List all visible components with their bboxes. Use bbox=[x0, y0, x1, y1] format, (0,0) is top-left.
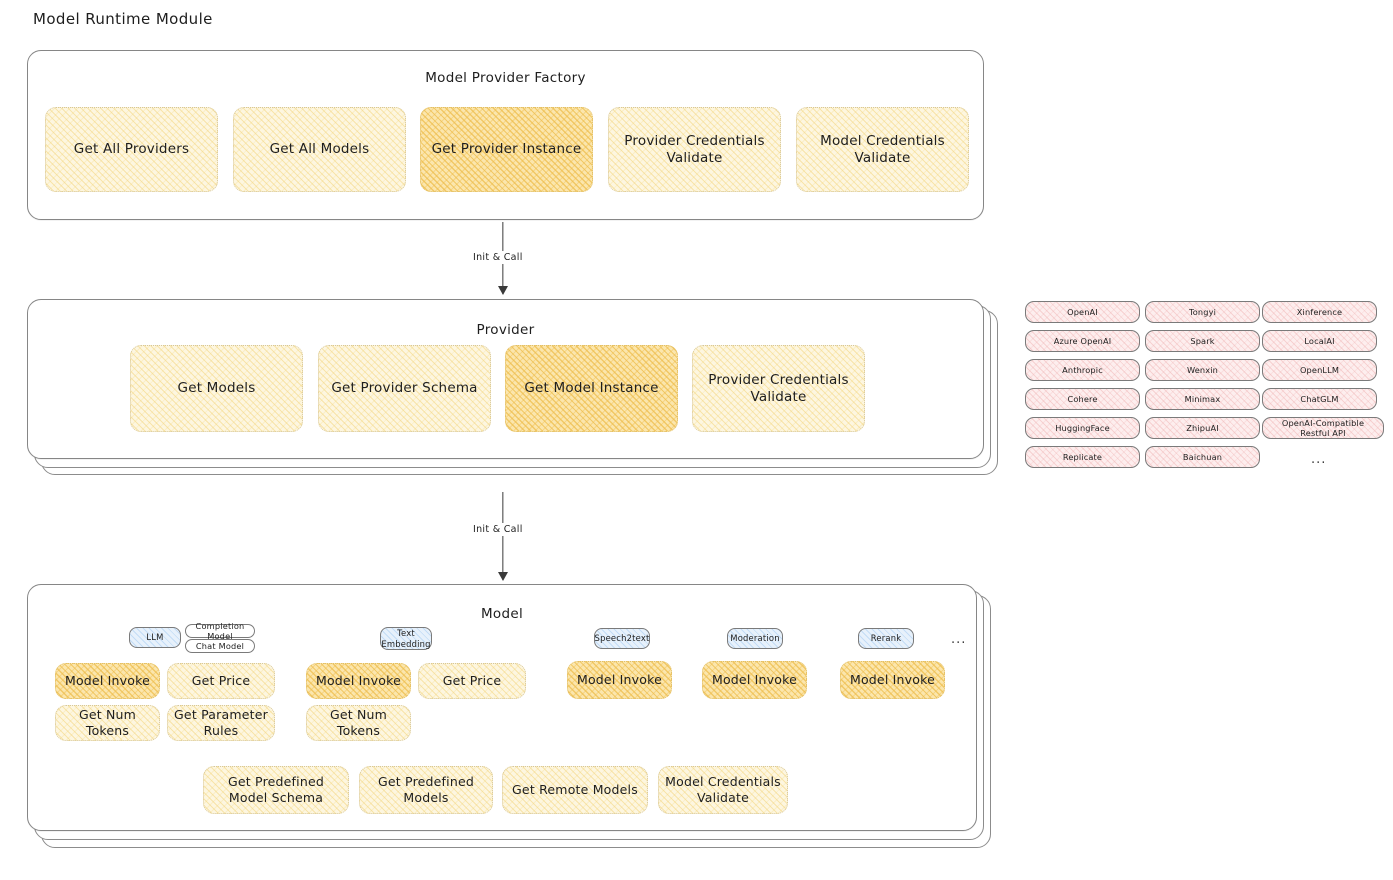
arrow-head bbox=[498, 572, 508, 581]
model-type-tag-moderation[interactable]: Moderation bbox=[727, 628, 783, 649]
model-shared-method-get-remote-models[interactable]: Get Remote Models bbox=[502, 766, 648, 814]
model-type-tag-llm[interactable]: LLM bbox=[129, 627, 181, 648]
rerank-method-model-invoke[interactable]: Model Invoke bbox=[840, 661, 945, 699]
provider-tag-spark[interactable]: Spark bbox=[1145, 330, 1260, 352]
arrow-label-init-and-call-1: Init & Call bbox=[469, 251, 527, 264]
model-groups-more-ellipsis: ... bbox=[951, 632, 967, 647]
provider-tag-zhipuai[interactable]: ZhipuAI bbox=[1145, 417, 1260, 439]
model-type-tag-speech2text[interactable]: Speech2text bbox=[594, 628, 650, 649]
llm-method-model-invoke[interactable]: Model Invoke bbox=[55, 663, 160, 699]
provider-chip-get-provider-schema[interactable]: Get Provider Schema bbox=[318, 345, 491, 432]
arrow-shaft bbox=[502, 492, 504, 580]
provider-tag-anthropic[interactable]: Anthropic bbox=[1025, 359, 1140, 381]
provider-tag-openai[interactable]: OpenAI bbox=[1025, 301, 1140, 323]
llm-method-get-num-tokens[interactable]: Get Num Tokens bbox=[55, 705, 160, 741]
factory-chip-get-all-providers[interactable]: Get All Providers bbox=[45, 107, 218, 192]
speech2text-method-model-invoke[interactable]: Model Invoke bbox=[567, 661, 672, 699]
page-title: Model Runtime Module bbox=[33, 10, 213, 28]
llm-method-get-parameter-rules[interactable]: Get Parameter Rules bbox=[167, 705, 275, 741]
factory-chip-get-provider-instance[interactable]: Get Provider Instance bbox=[420, 107, 593, 192]
model-subtype-tag-completion-model[interactable]: Completion Model bbox=[185, 621, 255, 641]
provider-tag-openllm[interactable]: OpenLLM bbox=[1262, 359, 1377, 381]
model-shared-method-get-predefined-models[interactable]: Get Predefined Models bbox=[359, 766, 493, 814]
arrow-label-init-and-call-2: Init & Call bbox=[469, 523, 527, 536]
provider-tag-tongyi[interactable]: Tongyi bbox=[1145, 301, 1260, 323]
arrow-head bbox=[498, 286, 508, 295]
model-type-tag-rerank[interactable]: Rerank bbox=[858, 628, 914, 649]
text-embedding-method-model-invoke[interactable]: Model Invoke bbox=[306, 663, 411, 699]
model-shared-method-model-credentials-validate[interactable]: Model Credentials Validate bbox=[658, 766, 788, 814]
provider-tag-wenxin[interactable]: Wenxin bbox=[1145, 359, 1260, 381]
provider-chip-get-model-instance[interactable]: Get Model Instance bbox=[505, 345, 678, 432]
provider-tag-openai-compatible-restful-api[interactable]: OpenAI-Compatible Restful API bbox=[1262, 417, 1384, 439]
provider-tag-chatglm[interactable]: ChatGLM bbox=[1262, 388, 1377, 410]
provider-list-more-ellipsis: ... bbox=[1311, 452, 1327, 467]
provider-tag-localai[interactable]: LocalAI bbox=[1262, 330, 1377, 352]
provider-chip-provider-credentials-validate[interactable]: Provider Credentials Validate bbox=[692, 345, 865, 432]
text-embedding-method-get-num-tokens[interactable]: Get Num Tokens bbox=[306, 705, 411, 741]
factory-chip-provider-credentials-validate[interactable]: Provider Credentials Validate bbox=[608, 107, 781, 192]
model-provider-factory-title: Model Provider Factory bbox=[425, 70, 586, 86]
arrow-provider-to-model bbox=[493, 492, 513, 581]
factory-chip-model-credentials-validate[interactable]: Model Credentials Validate bbox=[796, 107, 969, 192]
provider-tag-huggingface[interactable]: HuggingFace bbox=[1025, 417, 1140, 439]
moderation-method-model-invoke[interactable]: Model Invoke bbox=[702, 661, 807, 699]
llm-method-get-price[interactable]: Get Price bbox=[167, 663, 275, 699]
provider-chip-get-models[interactable]: Get Models bbox=[130, 345, 303, 432]
provider-tag-azure-openai[interactable]: Azure OpenAI bbox=[1025, 330, 1140, 352]
model-title: Model bbox=[480, 606, 524, 622]
provider-tag-cohere[interactable]: Cohere bbox=[1025, 388, 1140, 410]
model-subtype-tag-chat-model[interactable]: Chat Model bbox=[185, 639, 255, 653]
provider-tag-replicate[interactable]: Replicate bbox=[1025, 446, 1140, 468]
provider-title: Provider bbox=[476, 322, 535, 338]
model-type-tag-text-embedding[interactable]: Text Embedding bbox=[380, 627, 432, 650]
provider-tag-minimax[interactable]: Minimax bbox=[1145, 388, 1260, 410]
provider-tag-baichuan[interactable]: Baichuan bbox=[1145, 446, 1260, 468]
model-shared-method-get-predefined-model-schema[interactable]: Get Predefined Model Schema bbox=[203, 766, 349, 814]
text-embedding-method-get-price[interactable]: Get Price bbox=[418, 663, 526, 699]
provider-tag-xinference[interactable]: Xinference bbox=[1262, 301, 1377, 323]
factory-chip-get-all-models[interactable]: Get All Models bbox=[233, 107, 406, 192]
